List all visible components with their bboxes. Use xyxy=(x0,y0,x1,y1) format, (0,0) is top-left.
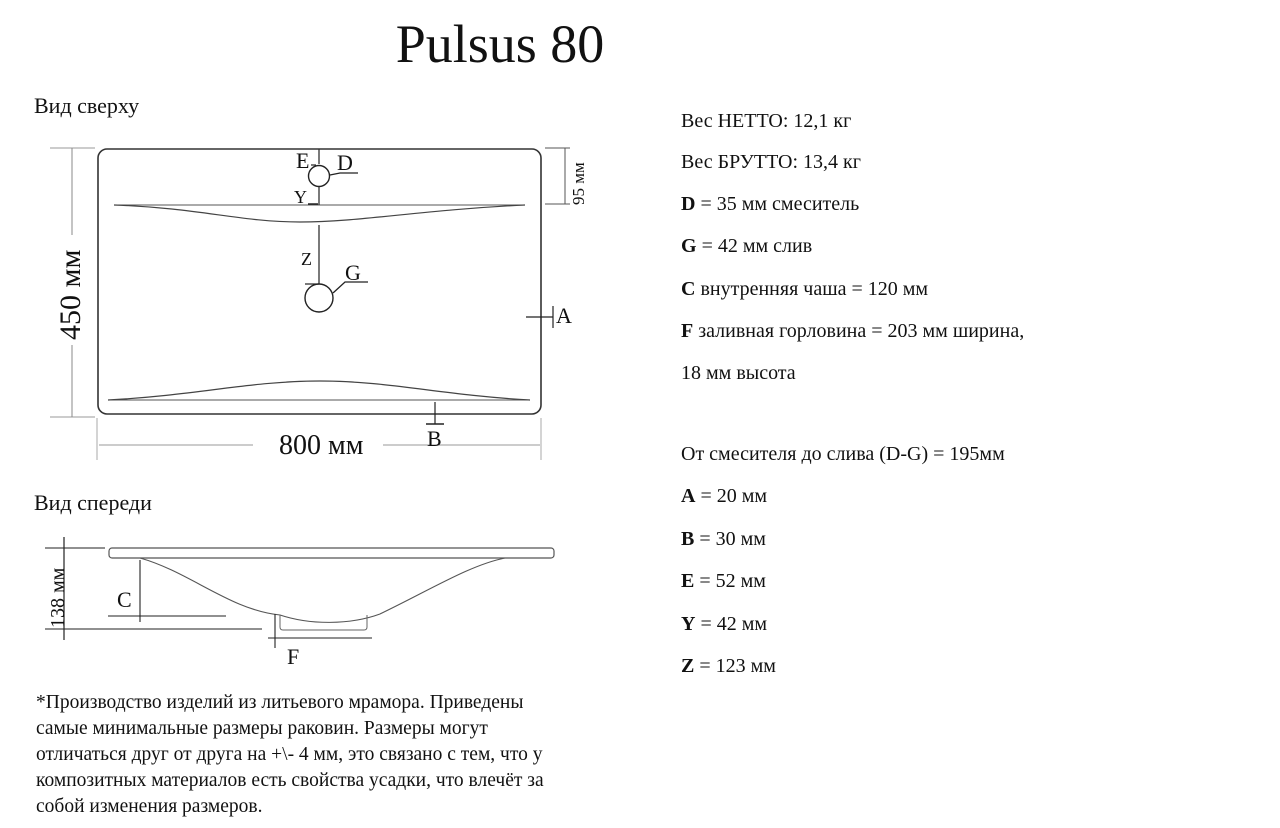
marker-f: F xyxy=(287,644,299,669)
spec-z: Z = 123 мм xyxy=(681,655,776,677)
marker-a: A xyxy=(556,303,572,328)
depth-offset-dimension: 95 мм xyxy=(569,162,588,205)
marker-z: Z xyxy=(301,249,312,269)
top-view-label: Вид сверху xyxy=(34,93,140,118)
marker-c: C xyxy=(117,587,132,612)
note-line: *Производство изделий из литьевого мрамо… xyxy=(36,692,524,713)
front-view-drawing xyxy=(45,537,555,648)
drain-hole-circle xyxy=(304,283,334,313)
note-line: собой изменения размеров. xyxy=(36,796,263,817)
page-title: Pulsus 80 xyxy=(395,14,605,74)
spec-f-height: 18 мм высота xyxy=(681,362,796,384)
marker-y: Y xyxy=(294,187,307,207)
manufacturing-note: *Производство изделий из литьевого мрамо… xyxy=(36,690,636,820)
spec-a: A = 20 мм xyxy=(681,485,768,507)
height-dimension: 450 мм xyxy=(54,250,87,340)
spec-y: Y = 42 мм xyxy=(681,613,768,635)
marker-e: E xyxy=(296,148,309,173)
width-dimension: 800 мм xyxy=(279,430,364,461)
marker-g: G xyxy=(345,260,361,285)
spec-d-g-distance: От смесителя до слива (D-G) = 195мм xyxy=(681,443,1005,465)
spec-b: B = 30 мм xyxy=(681,528,766,550)
spec-c: C внутренняя чаша = 120 мм xyxy=(681,278,929,300)
spec-e: E = 52 мм xyxy=(681,570,766,592)
top-view-drawing xyxy=(50,147,570,460)
spec-d: D = 35 мм смеситель xyxy=(681,193,860,215)
marker-b: B xyxy=(427,426,442,451)
spec-f: F заливная горловина = 203 мм ширина, xyxy=(681,320,1025,342)
front-height-dimension: 138 мм xyxy=(47,567,69,628)
front-view-label: Вид спереди xyxy=(34,490,152,515)
technical-drawing: E D Y Z G A B 800 мм 450 мм 95 мм C F 13… xyxy=(45,147,588,669)
note-line: отличаться друг от друга на +\- 4 мм, эт… xyxy=(36,744,543,765)
spec-net-weight: Вес НЕТТО: 12,1 кг xyxy=(681,110,852,132)
mixer-hole-circle xyxy=(307,164,331,188)
marker-d: D xyxy=(337,150,353,175)
spec-gross-weight: Вес БРУТТО: 13,4 кг xyxy=(681,151,861,173)
spec-g: G = 42 мм слив xyxy=(681,235,813,257)
note-line: композитных материалов есть свойства уса… xyxy=(36,770,544,791)
note-line: самые минимальные размеры раковин. Разме… xyxy=(36,718,488,739)
